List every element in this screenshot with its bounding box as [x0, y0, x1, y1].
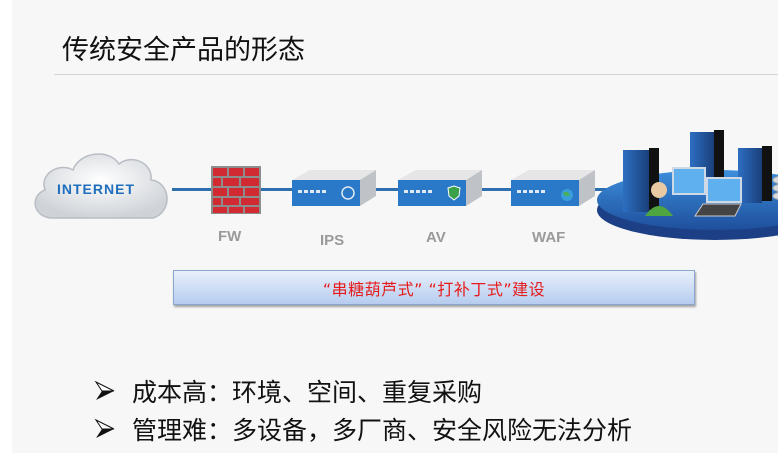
bullet-item-cost: 成本高：环境、空间、重复采购 [94, 372, 632, 410]
slide-title: 传统安全产品的形态 [62, 35, 305, 66]
arrow-bullet-icon [94, 380, 115, 400]
waf-label: WAF [532, 229, 566, 246]
waf-device-icon [511, 170, 595, 206]
ips-label: IPS [320, 232, 345, 249]
firewall-icon [211, 166, 261, 214]
slide: 传统安全产品的形态 INTERNET FW IPS [12, 0, 778, 453]
datacenter-servers-icon [597, 130, 778, 240]
internet-label: INTERNET [57, 181, 135, 197]
av-device-icon [398, 170, 482, 206]
ips-device-icon [292, 170, 376, 206]
bullet-list: 成本高：环境、空间、重复采购 管理难：多设备，多厂商、安全风险无法分析 [94, 372, 632, 448]
bullet-text: 管理难：多设备，多厂商、安全风险无法分析 [132, 416, 633, 445]
network-link-line [172, 188, 622, 191]
bullet-item-management: 管理难：多设备，多厂商、安全风险无法分析 [94, 410, 632, 448]
arrow-bullet-icon [94, 418, 115, 438]
fw-label: FW [218, 228, 242, 245]
banner-text: “串糖葫芦式” “打补丁式”建设 [322, 279, 546, 299]
av-label: AV [426, 229, 446, 246]
internet-cloud-icon [34, 153, 168, 219]
construction-style-banner: “串糖葫芦式” “打补丁式”建设 [173, 270, 695, 305]
bullet-text: 成本高：环境、空间、重复采购 [132, 378, 483, 407]
title-divider [54, 74, 778, 75]
